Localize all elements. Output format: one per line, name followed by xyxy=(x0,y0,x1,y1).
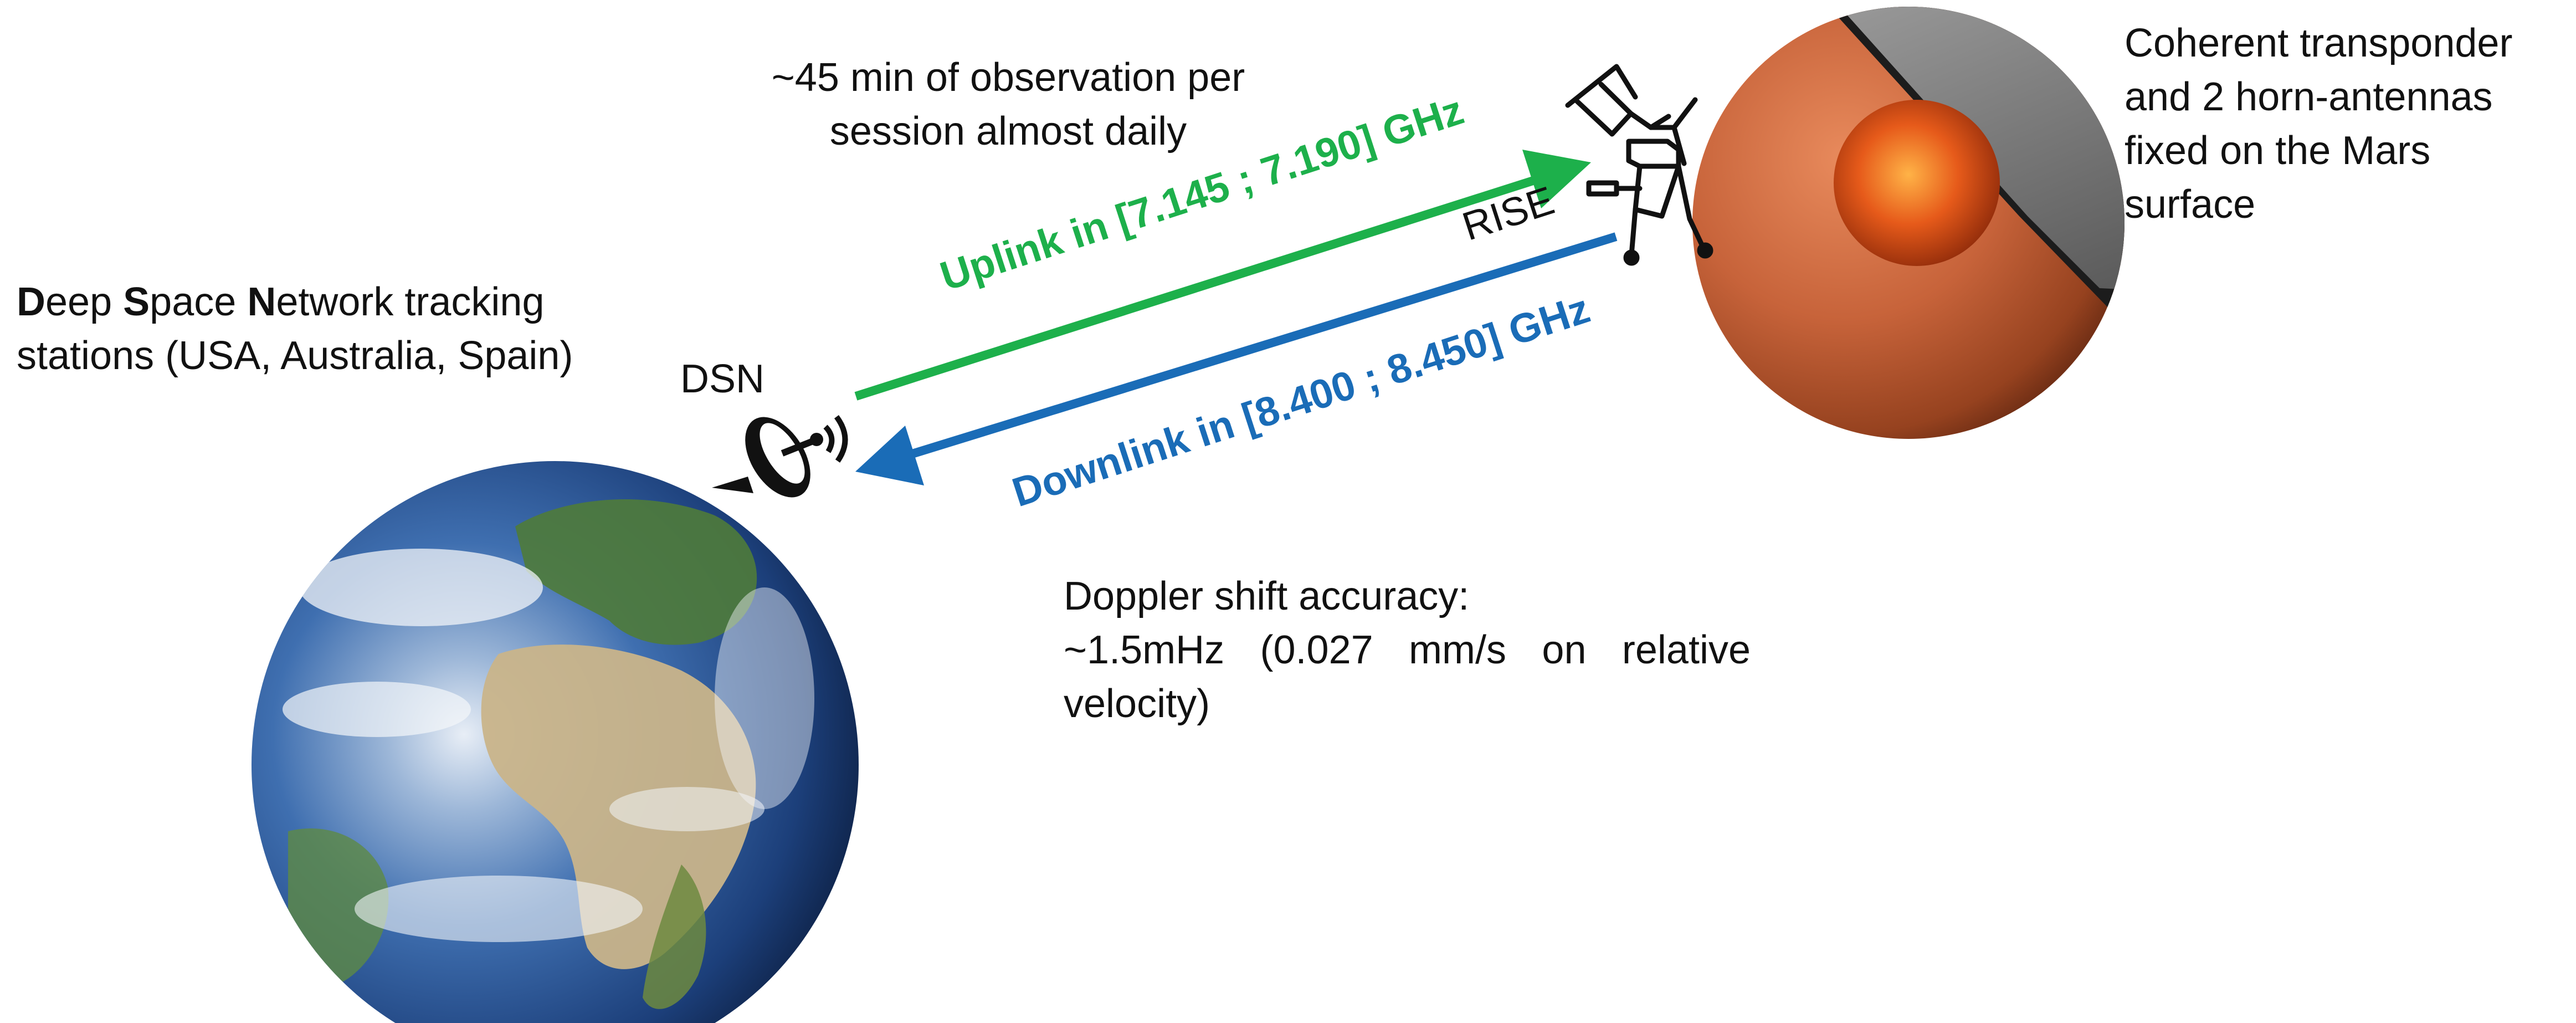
mars-info-line-3: fixed on the Mars xyxy=(2125,129,2431,173)
dsn-label: DSN xyxy=(680,357,765,401)
earth-globe xyxy=(252,461,859,1023)
dsn-word-network: etwork tracking xyxy=(276,280,545,324)
uplink-arrow xyxy=(854,150,1591,401)
session-note: ~45 min of observation per session almost… xyxy=(673,51,1343,158)
dsn-description: Deep Space Network tracking stations (USA… xyxy=(17,275,670,383)
dsn-stations-line: stations (USA, Australia, Spain) xyxy=(17,334,573,378)
mars-instrument-note: Coherent transponder and 2 horn-antennas f… xyxy=(2125,17,2576,232)
doppler-note: Doppler shift accuracy: ~1.5mHz (0.027 mm… xyxy=(1064,570,1751,731)
downlink-arrow xyxy=(855,232,1618,485)
doppler-line-2: ~1.5mHz (0.027 mm/s on relative xyxy=(1064,628,1751,672)
dsn-initial-s: S xyxy=(123,280,150,324)
insight-lander-icon xyxy=(1565,64,1713,266)
mars-globe xyxy=(1692,7,2125,439)
session-line-2: session almost daily xyxy=(829,109,1187,154)
dsn-word-deep: eep xyxy=(45,280,124,324)
mars-info-line-4: surface xyxy=(2125,182,2256,227)
dsn-initial-n: N xyxy=(247,280,276,324)
doppler-line-3: velocity) xyxy=(1064,682,1210,726)
doppler-line-1: Doppler shift accuracy: xyxy=(1064,574,1470,618)
mars-info-line-2: and 2 horn-antennas xyxy=(2125,75,2493,119)
mars-info-line-1: Coherent transponder xyxy=(2125,21,2513,65)
dsn-dish-icon xyxy=(712,415,848,498)
session-line-1: ~45 min of observation per xyxy=(771,55,1245,100)
dsn-initial-d: D xyxy=(17,280,45,324)
dsn-word-space: pace xyxy=(150,280,248,324)
